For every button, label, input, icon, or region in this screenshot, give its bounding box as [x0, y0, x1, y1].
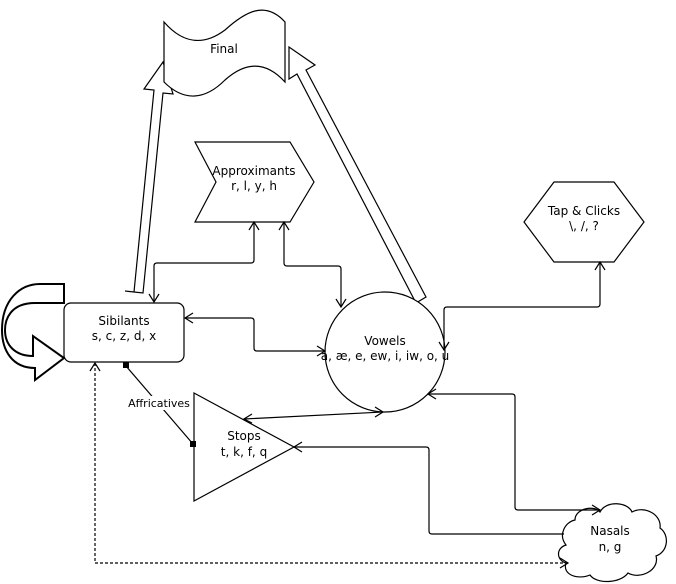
stops-title: Stops [227, 429, 261, 443]
edge-sibilants-self-loop[interactable] [0, 283, 66, 383]
tap-clicks-title: Tap & Clicks [547, 204, 620, 218]
arrowhead [89, 361, 101, 372]
arrowhead [591, 504, 602, 516]
sibilants-title: Sibilants [98, 314, 149, 328]
tap-clicks-shape [523, 181, 645, 263]
node-tap-clicks[interactable]: Tap & Clicks \, /, ? [523, 181, 645, 263]
affricatives-label: Affricatives [128, 397, 190, 410]
final-shape [163, 9, 286, 97]
edge-nasals-stops[interactable] [292, 441, 564, 535]
node-final[interactable]: Final [163, 9, 286, 97]
arrowhead [148, 293, 160, 304]
vowels-shape [324, 291, 446, 413]
edge-nasals-vowels[interactable] [426, 388, 602, 516]
edge-sibilants-vowels[interactable] [183, 312, 327, 357]
arrowhead [335, 298, 347, 309]
association-end-marker [123, 362, 129, 368]
curved-block-arrow [0, 283, 66, 383]
node-sibilants[interactable]: Sibilants s, c, z, d, x [63, 302, 185, 363]
node-vowels[interactable]: Vowels a, æ, e, ew, i, iw, o, u [321, 291, 450, 413]
nasals-members: n, g [599, 540, 622, 554]
edge-approximants-sibilants[interactable] [148, 220, 260, 304]
arrowhead [426, 388, 437, 400]
arrowhead [278, 220, 290, 231]
nasals-shape [557, 503, 667, 583]
affricatives-label-bg [126, 396, 192, 410]
node-nasals[interactable]: Nasals n, g [557, 503, 667, 583]
arrowhead [242, 413, 253, 424]
nasals-title: Nasals [590, 524, 630, 538]
approximants-shape [194, 141, 315, 223]
approximants-title: Approximants [212, 164, 295, 178]
arrowhead [316, 345, 327, 357]
association-end-marker [190, 441, 196, 447]
vowels-title: Vowels [364, 334, 405, 348]
edge-approximants-vowels[interactable] [278, 220, 347, 309]
block-arrow-vowels-final [288, 45, 427, 304]
node-stops[interactable]: Stops t, k, f, q [193, 391, 296, 503]
vowels-members: a, æ, e, ew, i, iw, o, u [321, 349, 450, 363]
arrowhead [438, 341, 450, 352]
edge-vowels-to-final[interactable] [288, 45, 427, 304]
node-approximants[interactable]: Approximants r, l, y, h [194, 141, 315, 223]
arrowhead [292, 441, 303, 453]
edge-sibilants-nasals[interactable] [89, 361, 570, 569]
edge-tap-clicks-vowels[interactable] [438, 260, 606, 352]
arrowhead [594, 260, 606, 271]
final-title: Final [210, 42, 238, 56]
sibilants-members: s, c, z, d, x [92, 329, 156, 343]
arrowhead [374, 406, 385, 418]
edge-stops-vowels[interactable] [242, 406, 385, 424]
edge-sibilants-to-final[interactable] [124, 60, 174, 294]
arrowhead [248, 220, 260, 231]
arrowhead [183, 312, 194, 324]
stops-members: t, k, f, q [221, 445, 267, 459]
tap-clicks-members: \, /, ? [569, 219, 599, 233]
approximants-members: r, l, y, h [231, 179, 277, 193]
edge-affricatives[interactable]: Affricatives [123, 362, 196, 447]
arrowhead [559, 557, 570, 569]
block-arrow-sibilants-final [124, 60, 174, 294]
